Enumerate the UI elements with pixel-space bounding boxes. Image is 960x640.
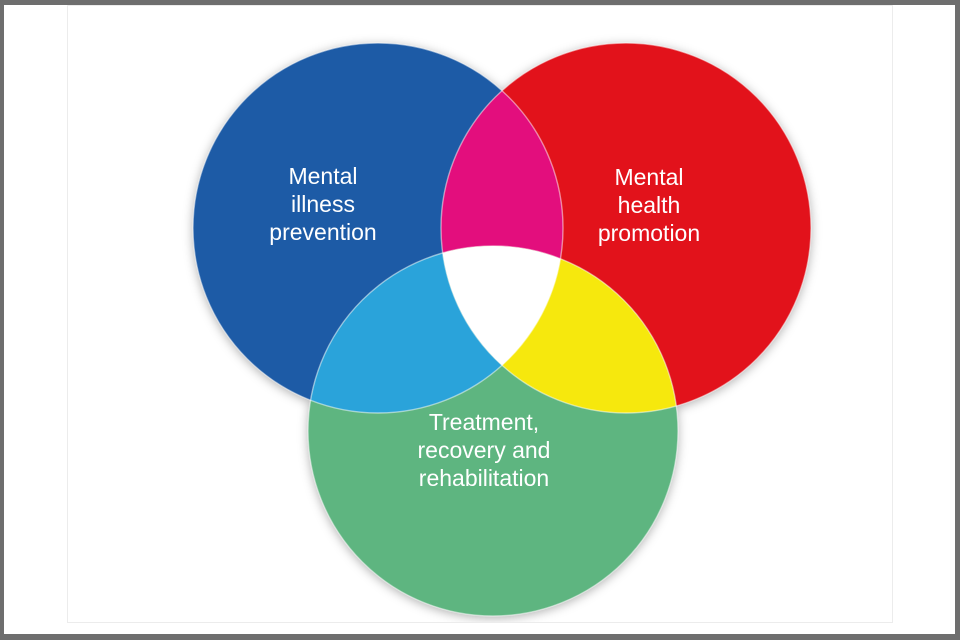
venn-diagram-panel: Mental illness prevention Mental health … — [67, 5, 893, 623]
outline-circle-prevention — [192, 42, 564, 414]
overlap-prevention-treatment — [308, 246, 563, 413]
overlap-promotion-treatment — [441, 246, 678, 413]
outline-circle-promotion — [440, 42, 812, 414]
outline-circle-treatment — [307, 245, 679, 617]
venn-diagram — [192, 42, 812, 617]
